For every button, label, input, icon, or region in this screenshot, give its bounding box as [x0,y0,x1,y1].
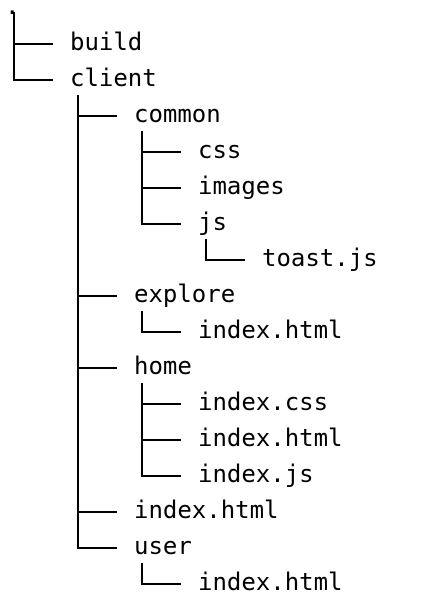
tree-connector-line [141,583,181,585]
tree-node-label: images [198,172,285,200]
tree-node-label: client [70,64,157,92]
tree-node-label: toast.js [262,244,378,272]
tree-connector-line [141,439,181,441]
tree-trunk-line [77,95,79,548]
tree-connector-line [77,511,117,513]
tree-trunk-line [141,383,143,476]
tree-connector-line [141,151,181,153]
tree-node-label: home [134,352,192,380]
tree-node-label: index.css [198,388,329,416]
tree-node-label: index.html [198,424,343,452]
tree-node-label: index.html [198,316,343,344]
tree-connector-line [141,223,181,225]
tree-connector-line [77,547,117,549]
tree-connector-line [77,115,117,117]
tree-connector-line [141,331,181,333]
tree-trunk-line [141,131,143,224]
tree-node-label: build [70,28,143,56]
tree-node-label: index.html [134,496,279,524]
tree-connector-line [13,79,53,81]
tree-node-label: common [134,100,221,128]
tree-root-label: . [5,0,20,20]
tree-connector-line [13,43,53,45]
tree-connector-line [77,295,117,297]
tree-node-label: user [134,532,192,560]
tree-node-label: index.js [198,460,314,488]
tree-trunk-line [13,12,15,80]
tree-connector-line [141,187,181,189]
tree-connector-line [205,259,245,261]
tree-connector-line [77,367,117,369]
tree-node-label: index.html [198,568,343,596]
tree-trunk-line [205,239,207,260]
tree-node-label: css [198,136,242,164]
tree-connector-line [141,403,181,405]
tree-node-label: js [198,208,227,236]
tree-node-label: explore [134,280,236,308]
tree-trunk-line [141,311,143,332]
tree-trunk-line [141,563,143,584]
tree-connector-line [141,475,181,477]
